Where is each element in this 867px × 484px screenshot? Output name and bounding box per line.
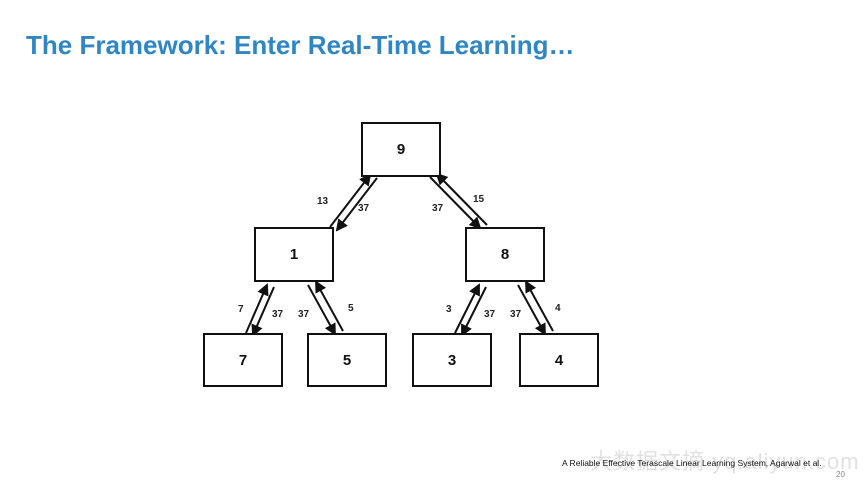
edge-root-right-down	[429, 176, 482, 230]
edge-n1-right-down	[307, 284, 336, 336]
tree-leaf-4: 4	[519, 333, 599, 387]
edge-label-n8-right-down: 37	[510, 309, 522, 320]
allreduce-tree-diagram: 9 1 8 7 5 3 4 13 37 37 15 7 37 37 5 3 37…	[180, 105, 640, 415]
edge-n1-left-up	[245, 283, 269, 334]
edge-root-right-up	[435, 172, 488, 226]
edge-n1-right-up	[315, 280, 344, 332]
edge-label-n1-left-up: 7	[238, 304, 244, 315]
watermark: 大数据文摘 yq.aliyun.com	[590, 449, 860, 474]
edge-label-root-right-up: 15	[473, 194, 485, 205]
edge-label-n8-left-up: 3	[446, 304, 452, 315]
edge-label-root-left-down: 37	[358, 203, 370, 214]
edge-label-root-left-up: 13	[317, 196, 329, 207]
edge-n8-left-up	[454, 283, 480, 334]
edge-n8-right-down	[517, 284, 546, 336]
tree-leaf-2: 5	[307, 333, 387, 387]
citation: A Reliable Effective Terascale Linear Le…	[562, 458, 822, 468]
tree-leaf-3: 3	[412, 333, 492, 387]
tree-node-level1-right: 8	[465, 227, 545, 282]
edge-n8-right-up	[525, 280, 554, 332]
edge-label-n1-left-down: 37	[272, 309, 284, 320]
tree-node-root: 9	[361, 122, 441, 177]
edge-root-left-down	[335, 177, 378, 232]
tree-leaf-1: 7	[203, 333, 283, 387]
edge-label-root-right-down: 37	[432, 203, 444, 214]
edge-label-n1-right-up: 5	[348, 303, 354, 314]
edge-label-n8-left-down: 37	[484, 309, 496, 320]
edge-n1-left-down	[251, 286, 275, 337]
edge-label-n8-right-up: 4	[555, 303, 561, 314]
edge-label-n1-right-down: 37	[298, 309, 310, 320]
tree-edges	[245, 172, 554, 337]
page-number: 20	[836, 470, 845, 479]
edge-n8-left-down	[461, 286, 487, 337]
tree-node-level1-left: 1	[254, 227, 334, 282]
slide-title: The Framework: Enter Real-Time Learning…	[26, 30, 575, 60]
edge-root-left-up	[329, 173, 372, 228]
